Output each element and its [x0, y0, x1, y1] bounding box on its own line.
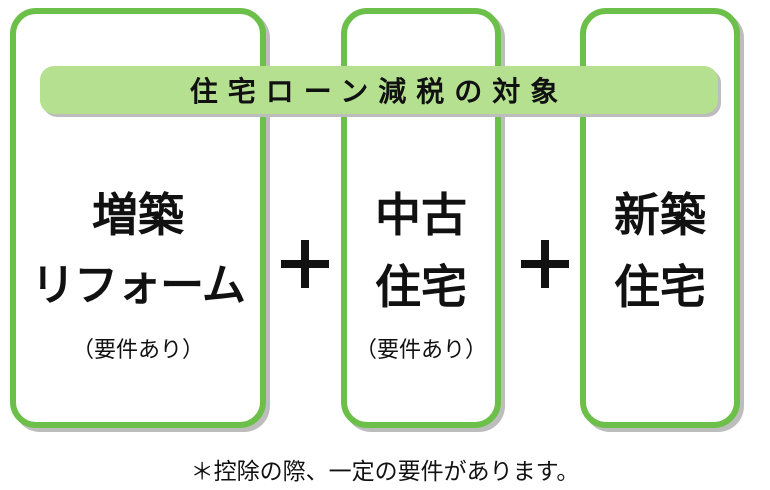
plus-icon [281, 240, 329, 288]
card-3-line-2: 住宅 [614, 260, 706, 314]
target-banner: 住宅ローン減税の対象 [40, 66, 718, 114]
card-1-line-1: 増築 [92, 188, 184, 242]
card-2-note: （要件あり） [354, 338, 487, 363]
card-2-line-2: 住宅 [375, 260, 467, 314]
card-3-line-1: 新築 [614, 188, 706, 242]
plus-icon [521, 240, 569, 288]
banner-title: 住宅ローン減税の対象 [189, 75, 569, 108]
card-1-line-2: リフォーム [31, 260, 246, 311]
footnote: ＊控除の際、一定の要件があります。 [190, 459, 580, 485]
card-2-line-1: 中古 [375, 188, 467, 242]
card-1-note: （要件あり） [71, 338, 204, 363]
